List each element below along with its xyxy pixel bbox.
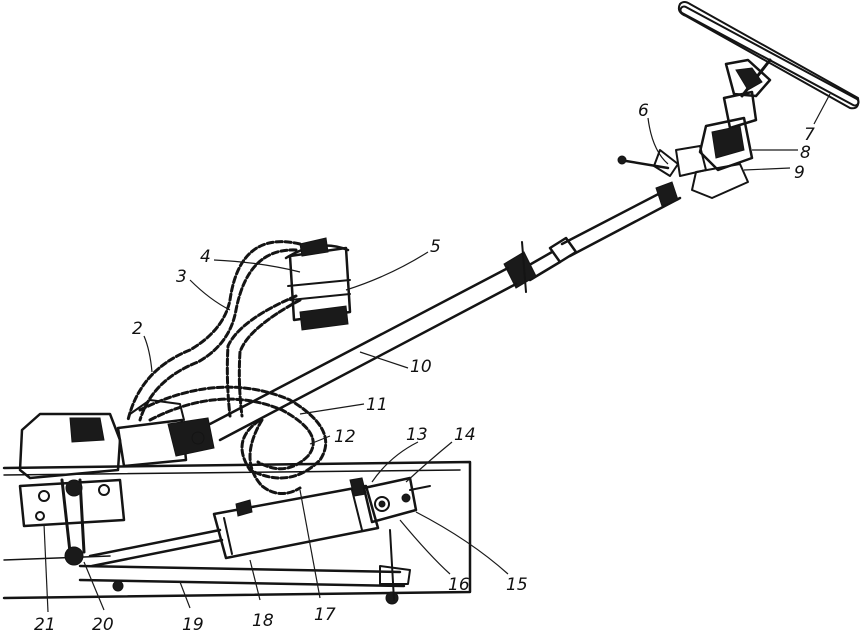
label-9: 9 [794,163,805,183]
label-18: 18 [252,611,274,631]
universal-joint-mid [503,241,537,293]
hoses [126,240,302,422]
steering-column-head [675,58,772,199]
column-lever [617,149,679,177]
label-15: 15 [506,575,528,595]
label-20: 20 [92,615,114,635]
label-7: 7 [804,125,815,145]
coiled-hose [138,385,328,495]
label-17: 17 [314,605,336,625]
label-5: 5 [430,237,441,257]
power-cylinder [88,476,431,601]
steering-wheel [677,1,860,110]
label-14: 14 [454,425,476,445]
pitman-bracket [18,478,126,566]
label-10: 10 [410,357,432,377]
label-6: 6 [638,101,649,121]
label-3: 3 [176,267,187,287]
label-8: 8 [800,143,811,163]
callout-labels: 4 3 2 5 6 7 8 9 10 11 12 13 14 15 16 17 … [34,101,815,635]
leader-lines [43,93,831,613]
label-13: 13 [406,425,428,445]
label-19: 19 [182,615,204,635]
label-12: 12 [334,427,356,447]
oil-reservoir [284,237,352,331]
label-11: 11 [366,395,388,415]
intermediate-shaft [208,266,518,442]
label-4: 4 [200,247,211,267]
label-2: 2 [132,319,143,339]
label-21: 21 [34,615,56,635]
label-16: 16 [448,575,470,595]
drag-link [78,564,411,605]
steering-gear-box [18,399,215,480]
steering-shaft-upper [522,181,682,282]
